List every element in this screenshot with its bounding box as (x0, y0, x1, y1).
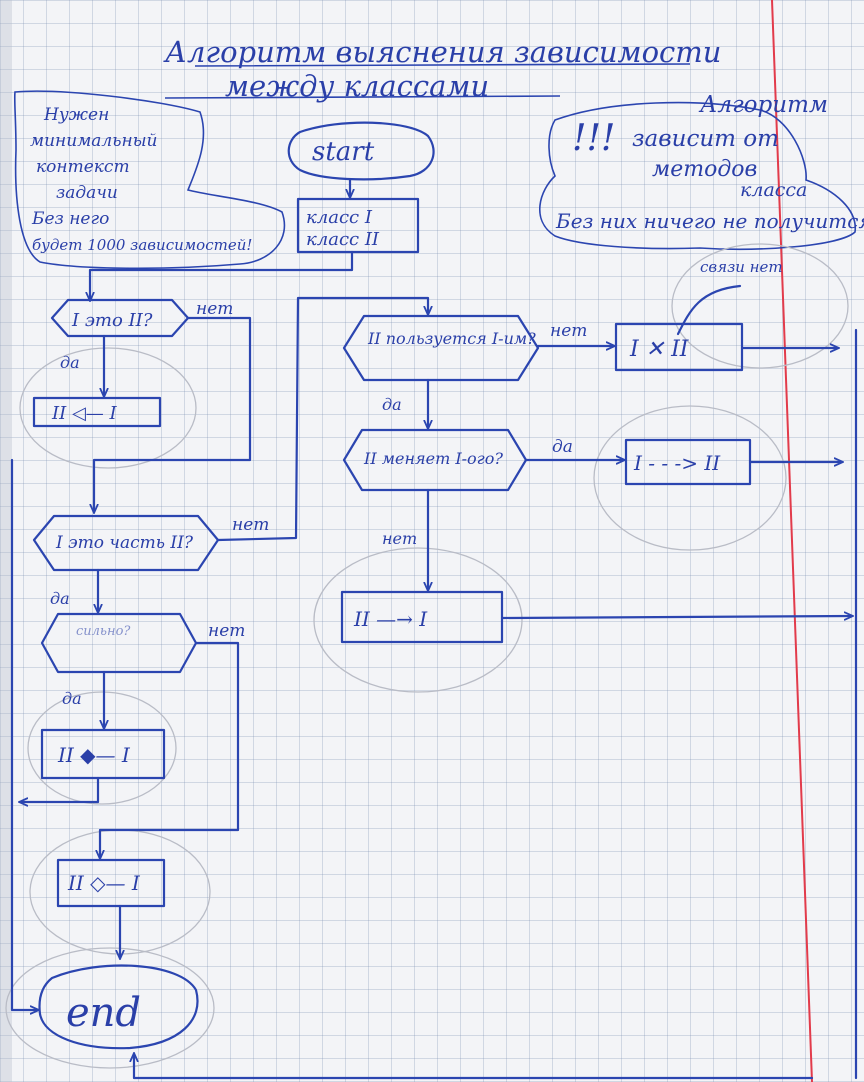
decision-changes-label: II меняет I-ого? (363, 449, 503, 468)
arrow-association-out (500, 616, 852, 618)
margin-line (771, 0, 813, 1082)
start-terminal (287, 121, 435, 181)
note-right-line: Без них ничего не получится (555, 209, 864, 233)
page-edge (0, 0, 12, 1082)
pencil-circle (27, 691, 177, 805)
dependency-label: I - - -> II (633, 451, 721, 475)
note-right-line: класса (740, 179, 807, 201)
note-left-line: будет 1000 зависимостей! (32, 236, 252, 254)
generalization-box (32, 396, 162, 428)
label-no: нет (550, 321, 587, 341)
composition-box (40, 728, 166, 780)
label-yes: да (62, 689, 82, 708)
note-right-cloud (539, 101, 856, 250)
arrow-q2-no (216, 296, 428, 542)
decision-strong (40, 612, 198, 674)
note-right-line: Алгоритм (698, 92, 828, 118)
no-link-pointer (676, 284, 742, 336)
composition-label: II ◆— I (57, 743, 131, 767)
note-right: !!! Алгоритм зависит от методов класса Б… (555, 92, 864, 233)
aggregation-box (56, 858, 166, 908)
note-left-line: Нужен (43, 105, 109, 125)
note-left-line: контекст (36, 157, 130, 177)
end-label: end (66, 990, 141, 1036)
classes-box (296, 197, 420, 254)
no-link-label: I ✕ II (629, 337, 690, 362)
class-one-label: класс I (306, 207, 373, 228)
generalization-label: II ◁— I (51, 403, 118, 424)
label-no: нет (232, 515, 269, 535)
label-no: нет (208, 621, 245, 641)
pencil-circle (593, 405, 787, 551)
note-left: Нужен минимальный контекст задачи Без не… (30, 105, 252, 254)
decision-uses-label: II пользуется I-им? (367, 329, 536, 348)
association-label: II —→ I (353, 607, 428, 631)
arrow-left-return-end (10, 458, 38, 1010)
arrow-q1-no (94, 316, 252, 512)
title-line1: Алгоритм выяснения зависимости (163, 35, 721, 69)
pencil-circle (313, 547, 523, 693)
arrow-composition-out (20, 776, 100, 802)
class-two-label: класс II (306, 229, 380, 250)
arrow-bottom-return-end (134, 1054, 814, 1080)
end-terminal (38, 964, 199, 1050)
label-yes: да (60, 353, 80, 372)
note-left-line: задачи (56, 183, 118, 203)
label-yes: да (552, 437, 573, 457)
decision-part-label: I это часть II? (55, 533, 194, 553)
label-yes: да (50, 589, 70, 608)
note-right-line: методов (652, 157, 757, 182)
pencil-circle (19, 347, 197, 469)
arrow-q3-no (100, 641, 240, 858)
label-yes: да (382, 395, 402, 414)
label-no: нет (196, 299, 233, 319)
start-label: start (312, 137, 375, 167)
arrow-classes-q1 (90, 250, 354, 300)
exclamation-mark: !!! (572, 118, 615, 159)
decision-generalization-label: I это II? (71, 310, 153, 331)
note-left-cloud (13, 90, 286, 270)
pencil-circle (671, 243, 849, 369)
decision-strong-label: сильно? (76, 624, 131, 639)
pencil-circle (5, 947, 215, 1069)
note-right-line: зависит от (632, 126, 779, 152)
title-underline (164, 63, 691, 99)
label-no: нет (382, 529, 417, 548)
pencil-circles (5, 243, 849, 1069)
decision-uses (342, 314, 540, 382)
note-left-line: минимальный (30, 131, 158, 151)
aggregation-label: II ◇— I (67, 871, 141, 895)
note-left-line: Без него (31, 209, 109, 229)
no-link-note: связи нет (700, 258, 783, 276)
